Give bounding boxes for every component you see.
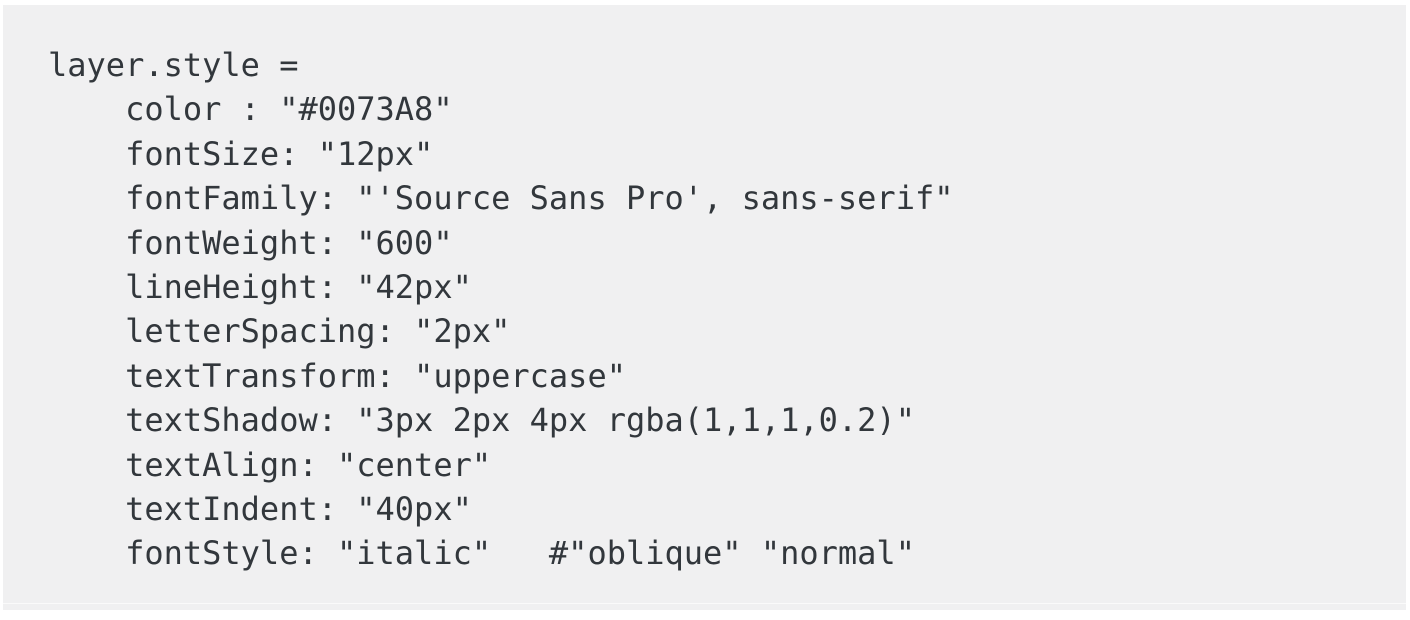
code-line: textIndent: "40px" [48, 490, 472, 529]
code-line: textShadow: "3px 2px 4px rgba(1,1,1,0.2)… [48, 401, 915, 440]
code-line: textAlign: "center" [48, 445, 492, 484]
code-line: textTransform: "uppercase" [48, 356, 626, 395]
code-line: layer.style = [48, 46, 299, 84]
code-line: color : "#0073A8" [48, 90, 453, 129]
code-line: fontSize: "12px" [48, 134, 434, 173]
code-content: layer.style = color : "#0073A8" fontSize… [3, 5, 1406, 576]
code-line: fontFamily: "'Source Sans Pro', sans-ser… [48, 179, 954, 218]
code-block: layer.style = color : "#0073A8" fontSize… [3, 5, 1406, 610]
code-line: fontStyle: "italic" #"oblique" "normal" [48, 534, 915, 573]
code-line: fontWeight: "600" [48, 223, 453, 262]
code-line: lineHeight: "42px" [48, 268, 472, 307]
code-line: letterSpacing: "2px" [48, 312, 511, 351]
